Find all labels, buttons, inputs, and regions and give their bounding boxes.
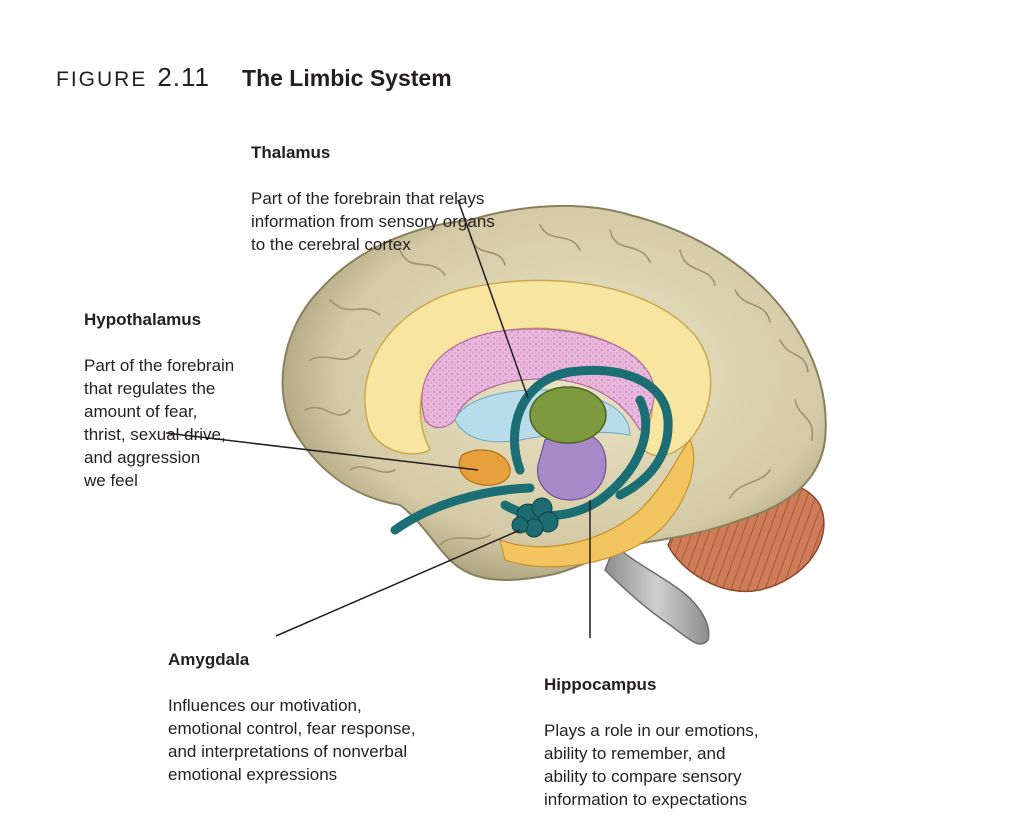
hippocampus-label: Hippocampus Plays a role in our emotions… bbox=[544, 650, 759, 834]
figure-title: The Limbic System bbox=[242, 65, 452, 91]
thalamus-label: Thalamus Part of the forebrain that rela… bbox=[251, 118, 495, 279]
hypothalamus-label: Hypothalamus Part of the forebrain that … bbox=[84, 285, 234, 515]
leader-lines bbox=[165, 199, 591, 638]
figure-number: 2.11 bbox=[157, 62, 211, 92]
thalamus-leader-line bbox=[457, 199, 529, 399]
figure-word: FIGURE bbox=[56, 68, 148, 91]
olfactory-tract-shape bbox=[390, 483, 535, 535]
hippocampus-name: Hippocampus bbox=[544, 675, 657, 694]
thalamus-shape bbox=[529, 386, 607, 444]
amygdala-shape bbox=[511, 497, 559, 538]
hippocampus-description: Plays a role in our emotions, ability to… bbox=[544, 721, 759, 809]
thalamus-name: Thalamus bbox=[251, 143, 331, 162]
amygdala-description: Influences our motivation, emotional con… bbox=[168, 696, 416, 784]
amygdala-name: Amygdala bbox=[168, 650, 250, 669]
brainstem-shape bbox=[604, 543, 710, 645]
figure-header: FIGURE 2.11 The Limbic System bbox=[56, 62, 452, 93]
amygdala-label: Amygdala Influences our motivation, emot… bbox=[168, 625, 416, 809]
amygdala-leader-line bbox=[275, 529, 521, 637]
hypothalamus-leader-line bbox=[165, 432, 479, 471]
brain-illustration bbox=[165, 199, 827, 645]
hypothalamus-shape bbox=[458, 449, 511, 486]
hypothalamus-name: Hypothalamus bbox=[84, 310, 202, 329]
hypothalamus-description: Part of the forebrain that regulates the… bbox=[84, 356, 235, 490]
gyri-folds bbox=[304, 224, 814, 546]
thalamus-description: Part of the forebrain that relays inform… bbox=[251, 189, 495, 254]
